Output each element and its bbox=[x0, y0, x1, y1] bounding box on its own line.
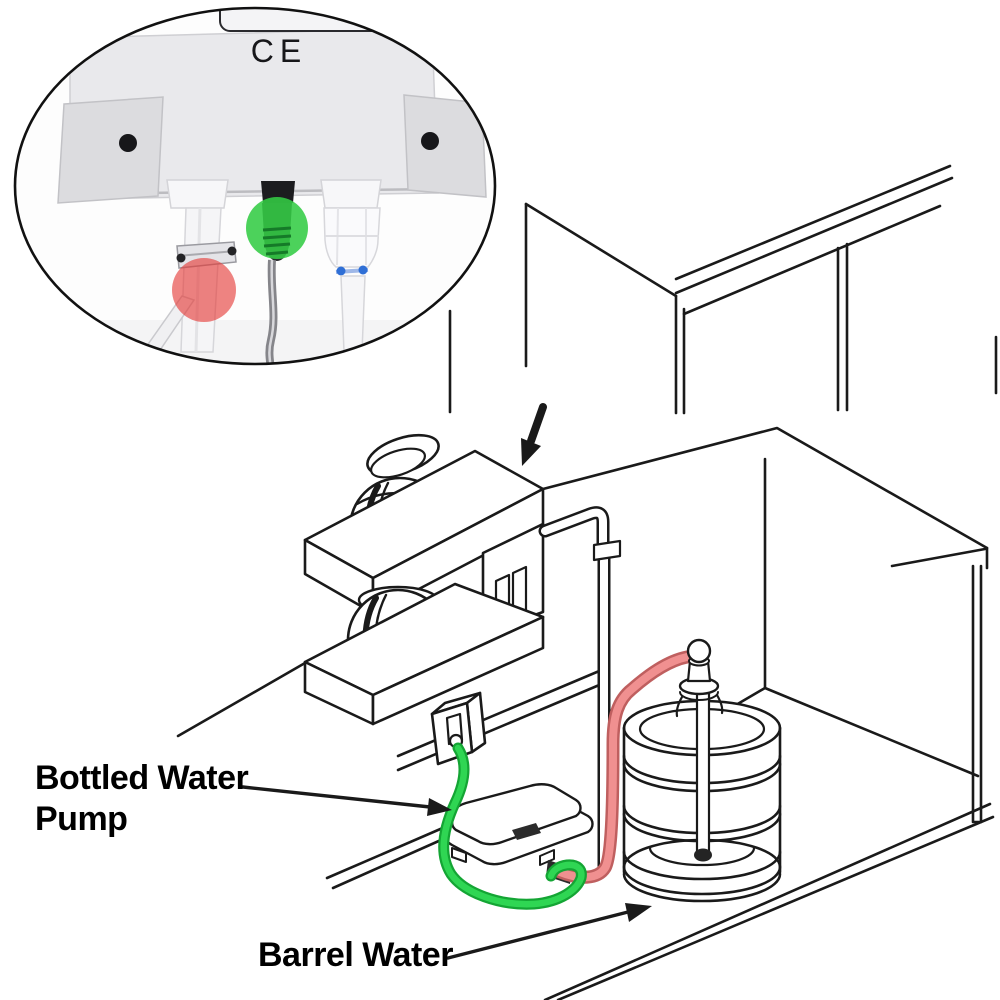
ce-mark: CE bbox=[251, 33, 307, 69]
pump-label-line2: Pump bbox=[35, 800, 127, 838]
mounting-bracket-right bbox=[403, 94, 487, 198]
blue-dot-right bbox=[358, 265, 368, 275]
label-plate-text-smudge bbox=[299, 8, 383, 9]
pump-feet bbox=[451, 847, 555, 866]
pump-detail bbox=[512, 823, 541, 840]
fitting-collar bbox=[320, 179, 382, 209]
clamp-screw-left bbox=[176, 253, 186, 263]
supply-pipe bbox=[538, 506, 622, 873]
upper-cabinets bbox=[448, 164, 998, 415]
mounting-bracket-left bbox=[57, 96, 164, 204]
down-arrow-icon bbox=[521, 403, 547, 466]
pump-label-line1: Bottled Water bbox=[35, 759, 249, 797]
dip-tube bbox=[695, 688, 711, 853]
screw-hole-right bbox=[421, 132, 439, 150]
screw-hole-left bbox=[119, 134, 137, 152]
barrel-arrow-icon bbox=[446, 903, 652, 960]
red-highlight-circle bbox=[172, 258, 236, 322]
clamp-screw-right bbox=[227, 246, 237, 256]
tube-collar bbox=[166, 179, 229, 209]
cap-knob bbox=[686, 638, 712, 664]
quick-connect-connection bbox=[320, 179, 382, 353]
clamp-band-line bbox=[176, 250, 237, 257]
power-cable bbox=[438, 742, 587, 910]
connector-ribs bbox=[262, 226, 292, 256]
water-tube bbox=[553, 650, 694, 884]
inset-photo: CE bbox=[15, 8, 495, 364]
water-pump bbox=[444, 783, 594, 884]
suction-tube-connection bbox=[142, 179, 237, 357]
scene bbox=[176, 164, 998, 1000]
blue-dot-left bbox=[336, 266, 346, 276]
label-plate bbox=[219, 8, 417, 32]
counter-leg bbox=[971, 564, 983, 824]
photo-background-shadow bbox=[15, 320, 495, 364]
pipe-coupling bbox=[592, 539, 622, 562]
coffee-maker bbox=[303, 433, 545, 726]
power-connector-top bbox=[261, 181, 295, 203]
dip-tube-foot bbox=[694, 848, 712, 862]
barrel-label: Barrel Water bbox=[258, 936, 453, 974]
water-barrel bbox=[622, 638, 782, 903]
floor-edge-mid bbox=[396, 667, 606, 772]
floor-edge-left bbox=[325, 825, 452, 890]
fitting-body bbox=[323, 207, 381, 268]
barrel-cap bbox=[675, 638, 724, 718]
floor-front-edge bbox=[543, 802, 995, 1000]
cap-tabs bbox=[675, 693, 724, 718]
counter-edge-left bbox=[176, 661, 307, 738]
power-cord-connection bbox=[246, 181, 308, 364]
outlet-tube bbox=[340, 275, 366, 353]
pump-arrow-icon bbox=[241, 785, 452, 816]
power-cord-highlight bbox=[268, 259, 275, 364]
inset-oval-outline bbox=[13, 6, 497, 366]
barrel-ring-bottom bbox=[622, 850, 782, 881]
